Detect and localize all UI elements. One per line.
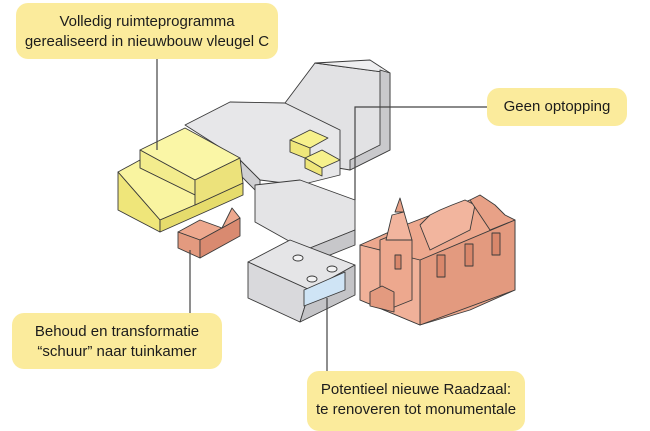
callout-barn: Behoud en transformatie “schuur” naar tu… xyxy=(12,313,222,369)
callout-new-wing: Volledig ruimteprogramma gerealiseerd in… xyxy=(16,3,278,59)
isometric-building-diagram xyxy=(117,59,516,371)
leader-no-extension xyxy=(354,106,487,200)
new-infill-block xyxy=(289,129,341,177)
callout-council-hall-line1: Potentieel nieuwe Raadzaal: xyxy=(320,381,512,398)
callout-council-hall: Potentieel nieuwe Raadzaal: te renoveren… xyxy=(307,371,525,431)
heritage-church xyxy=(359,194,516,326)
rooflight xyxy=(292,254,304,262)
new-wing-c xyxy=(117,127,244,233)
rooflight xyxy=(306,275,318,283)
callout-no-extension: Geen optopping xyxy=(487,88,627,126)
callout-council-hall-line2: te renoveren tot monumentale xyxy=(315,401,517,418)
leader-lines xyxy=(156,59,487,371)
rooflight xyxy=(326,265,338,273)
callout-new-wing-line1: Volledig ruimteprogramma xyxy=(59,13,235,30)
barn xyxy=(177,207,241,259)
callout-barn-line1: Behoud en transformatie xyxy=(34,323,200,340)
callout-new-wing-line2: gerealiseerd in nieuwbouw vleugel C xyxy=(24,33,270,50)
glass-facade xyxy=(303,271,346,307)
callout-no-extension-line1: Geen optopping xyxy=(503,98,611,115)
callout-barn-line2: “schuur” naar tuinkamer xyxy=(37,343,197,360)
